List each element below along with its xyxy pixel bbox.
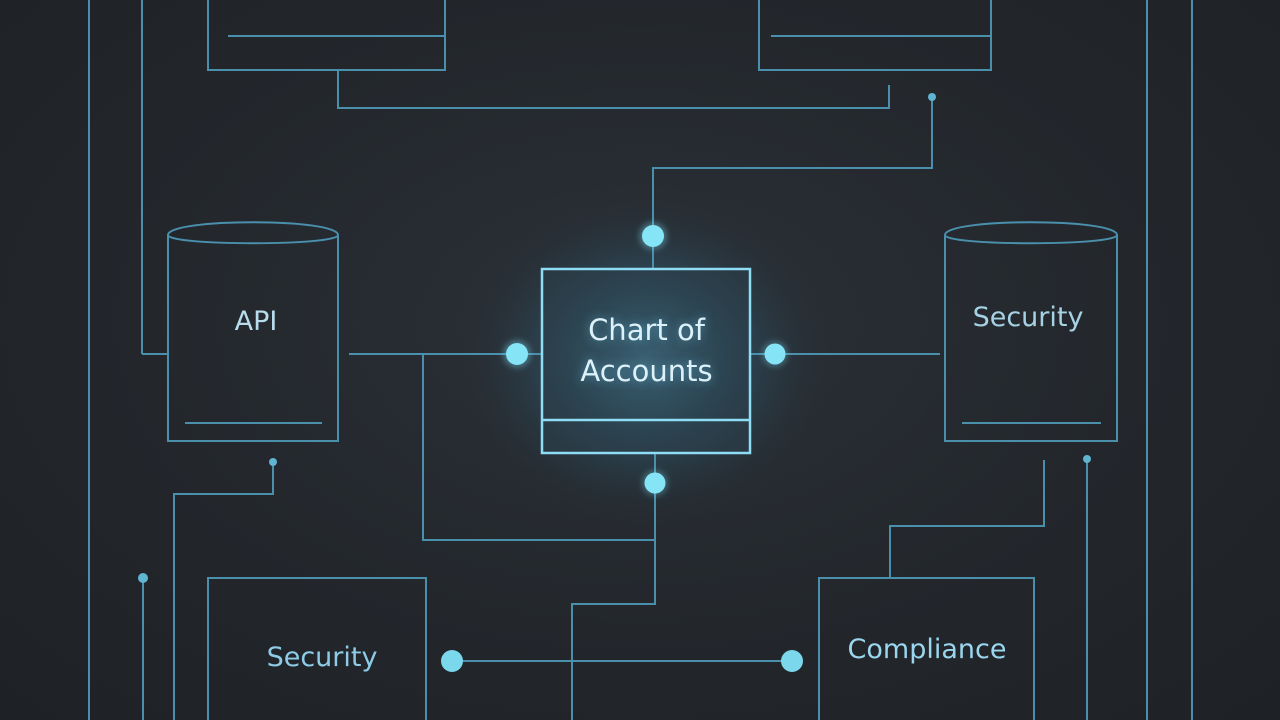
top-bridge-line: [337, 70, 890, 109]
security-bottom-box: [207, 577, 427, 720]
security-bottom-node-label: Security: [266, 642, 378, 673]
api-node-label: API: [234, 306, 278, 337]
terminal-dots: [138, 93, 1091, 583]
security-node-label: Security: [972, 302, 1084, 333]
terminal-dot: [269, 458, 277, 466]
node-dot-security-link: [441, 650, 463, 672]
compliance-box: [818, 577, 1035, 720]
top-to-center-line: [652, 98, 933, 236]
security-cylinder-body: [944, 235, 1118, 442]
terminal-dot: [138, 573, 148, 583]
compliance-node-label: Compliance: [847, 634, 1007, 665]
chart-of-accounts-node-label: Chart of Accounts: [545, 310, 748, 392]
api-cylinder-top: [166, 221, 340, 245]
node-dot-compliance-link: [781, 650, 803, 672]
center-label-line-1: Chart of: [588, 313, 705, 347]
node-dot-left: [506, 343, 528, 365]
node-dot-top: [642, 225, 664, 247]
node-dot-bottom: [644, 472, 666, 494]
api-bottom-line: [173, 462, 274, 720]
center-label-line-2: Accounts: [580, 354, 713, 388]
security-cylinder-top: [943, 221, 1119, 245]
security-to-compliance-line: [889, 460, 1045, 578]
terminal-dot: [1083, 455, 1091, 463]
terminal-dot: [928, 93, 936, 101]
node-dot-right: [764, 343, 786, 365]
center-node-box: [540, 267, 752, 455]
api-cylinder-body: [167, 235, 339, 442]
api-branch-line: [422, 354, 655, 541]
connector-lines: [88, 0, 1193, 720]
connection-nodes: [441, 222, 803, 672]
